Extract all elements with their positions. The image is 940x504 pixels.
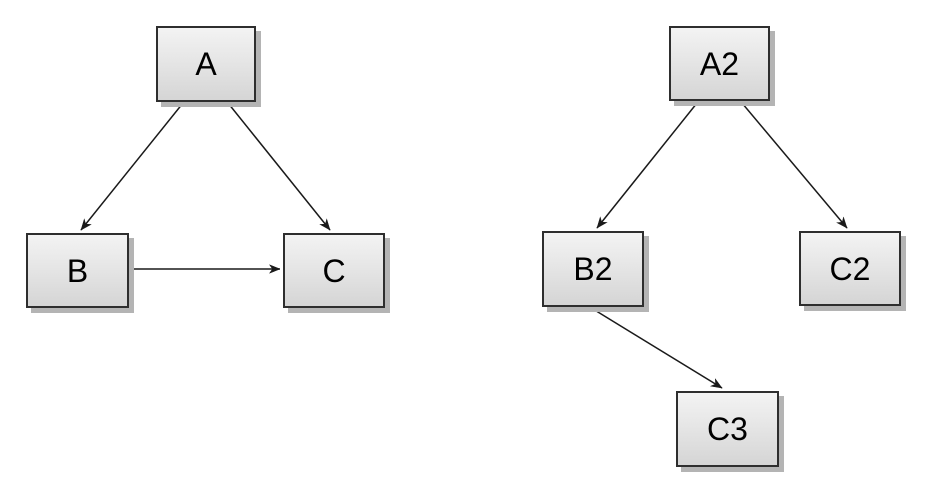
node-label-B: B (66, 252, 89, 289)
edge-A-C (227, 102, 331, 230)
edge-A2-B2 (596, 102, 698, 228)
node-C[interactable]: C (283, 233, 385, 308)
edge-B2-C3 (592, 308, 722, 389)
edge-A2-C2 (741, 102, 848, 228)
node-label-A2: A2 (699, 45, 740, 82)
node-A[interactable]: A (156, 26, 256, 102)
node-C3[interactable]: C3 (676, 391, 779, 467)
node-label-B2: B2 (573, 251, 613, 287)
node-label-C2: C2 (829, 250, 871, 287)
node-A2[interactable]: A2 (669, 26, 770, 101)
node-label-A: A (195, 46, 217, 82)
edge-A-B (80, 102, 184, 230)
node-C2[interactable]: C2 (799, 231, 901, 306)
node-B[interactable]: B (26, 233, 129, 308)
node-label-C3: C3 (707, 411, 748, 447)
node-label-C: C (322, 252, 346, 289)
node-B2[interactable]: B2 (542, 231, 644, 307)
